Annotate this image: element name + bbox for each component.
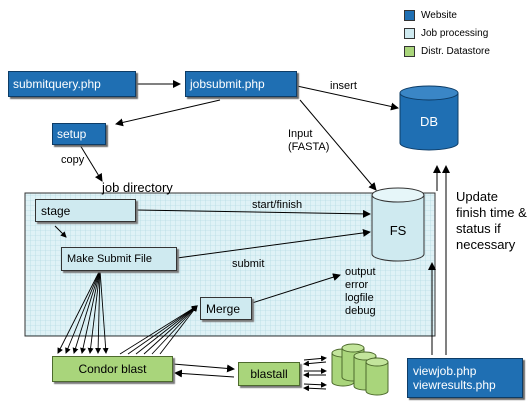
arrows-blastall-datastore — [303, 355, 327, 392]
fan-condor-merge — [119, 305, 198, 355]
update-note-line: finish time & — [456, 205, 527, 220]
output-file-label: output — [345, 266, 376, 278]
insert-label: insert — [330, 80, 357, 92]
output-files-list: output error logfile debug — [345, 266, 376, 318]
db-label: DB — [419, 114, 439, 129]
legend-label: Job processing — [421, 27, 489, 39]
datastore-cylinders — [331, 343, 389, 396]
arrow-jobsubmit-db — [296, 85, 399, 111]
viewjob-label: viewjob.php — [413, 364, 477, 378]
legend-swatch-website — [404, 9, 415, 21]
blastall-node: blastall — [238, 362, 300, 386]
input-label: Input — [288, 128, 313, 140]
arrow-jobsubmit-fs — [299, 99, 377, 191]
start-finish-label: start/finish — [252, 199, 303, 211]
viewresults-label: viewresults.php — [413, 378, 496, 392]
update-note: Update finish time & status if necessary — [456, 189, 527, 253]
legend-label: Website — [421, 9, 457, 21]
arrows — [54, 80, 450, 378]
viewjob-node: viewjob.php viewresults.php — [407, 358, 523, 398]
legend-swatch-job-processing — [404, 27, 415, 39]
fs-cylinder — [371, 187, 425, 262]
merge-node: Merge — [200, 297, 252, 320]
fs-label: FS — [389, 223, 407, 238]
job-directory-label: job directory — [102, 180, 173, 195]
arrow-stage-fs — [135, 209, 371, 218]
legend: Website Job processing Distr. Datastore — [404, 6, 490, 60]
submit-label: submit — [232, 258, 265, 270]
db-cylinder — [399, 85, 459, 151]
error-file-label: error — [345, 279, 369, 291]
condor-blast-node: Condor blast — [52, 356, 173, 382]
copy-label: copy — [61, 154, 85, 166]
legend-item-datastore: Distr. Datastore — [404, 42, 490, 60]
update-note-line: status if — [456, 221, 501, 236]
arrow-makesubmit-fs — [176, 228, 371, 259]
arrow-jobsubmit-setup — [115, 99, 221, 127]
make-submit-file-node: Make Submit File — [61, 247, 177, 271]
arrow-stage-makesubmit — [54, 225, 67, 238]
legend-swatch-datastore — [404, 45, 415, 57]
legend-label: Distr. Datastore — [421, 45, 490, 57]
stage-node: stage — [35, 199, 136, 222]
setup-node: setup — [52, 123, 106, 145]
legend-item-website: Website — [404, 6, 490, 24]
update-note-line: Update — [456, 189, 498, 204]
arrow-condor-blastall — [172, 363, 235, 373]
fasta-label: (FASTA) — [288, 141, 330, 153]
arrow-setup-jobdir — [79, 144, 103, 182]
arrow-blastall-condor — [174, 369, 235, 378]
fan-makesubmit-condor — [57, 269, 109, 354]
submitquery-node: submitquery.php — [8, 71, 136, 97]
legend-item-job-processing: Job processing — [404, 24, 490, 42]
logfile-label: logfile — [345, 292, 374, 304]
arrow-merge-output — [251, 273, 341, 304]
update-note-line: necessary — [456, 237, 516, 252]
debug-file-label: debug — [345, 305, 376, 317]
jobsubmit-node: jobsubmit.php — [185, 71, 297, 97]
